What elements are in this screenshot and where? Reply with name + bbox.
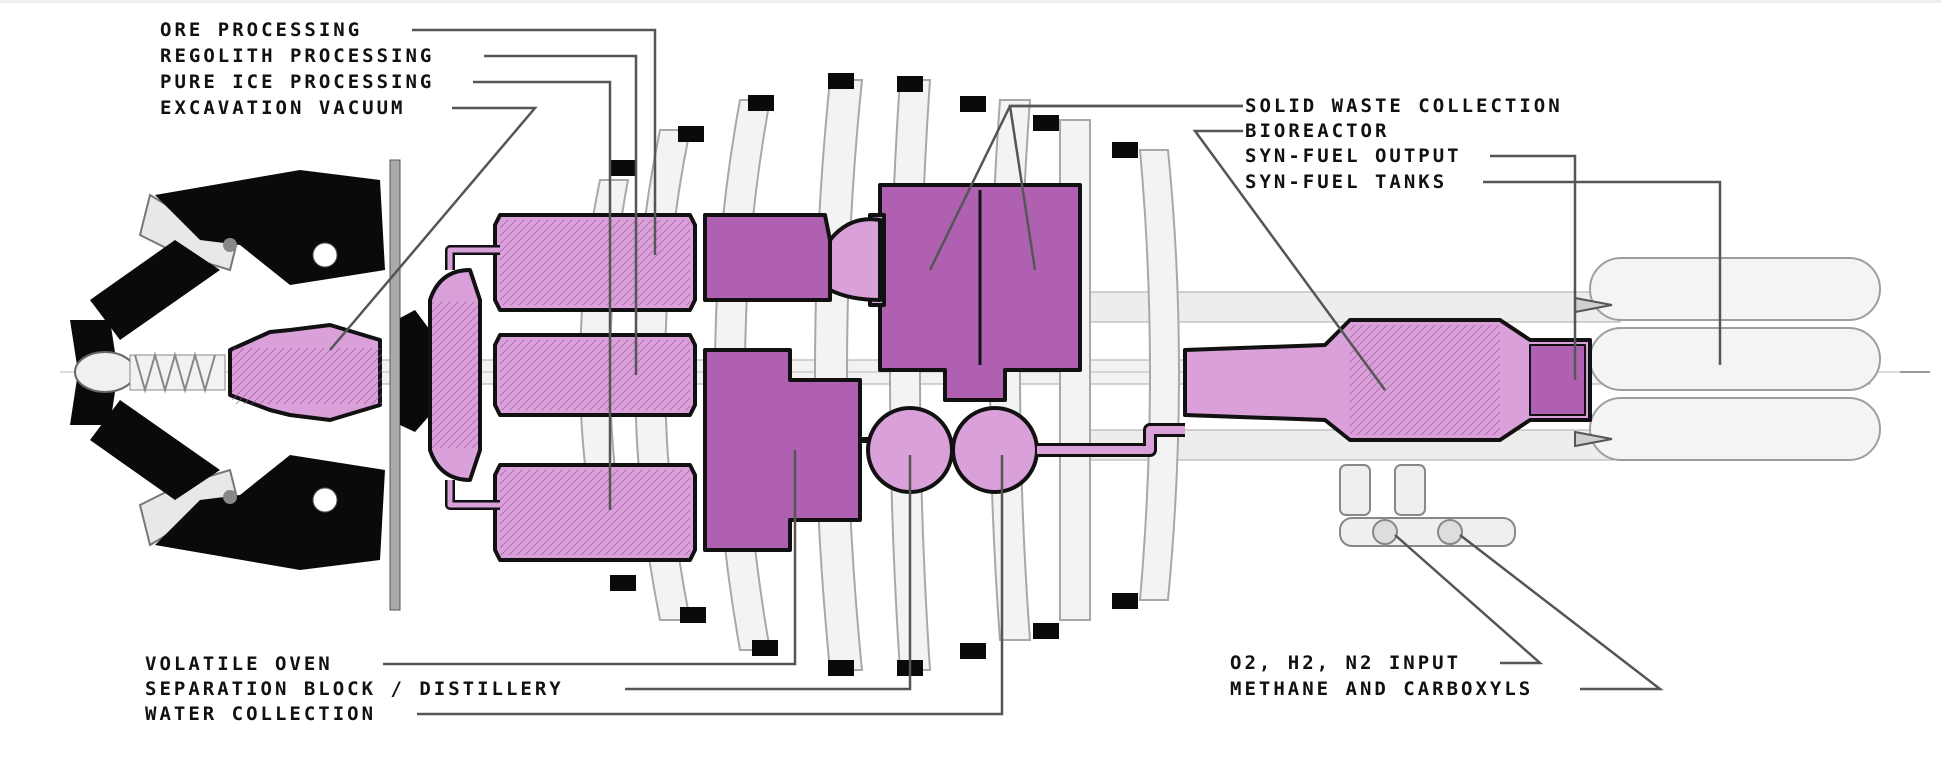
label-bioreactor: BIOREACTOR — [1245, 120, 1390, 142]
label-excavation-vacuum: EXCAVATION VACUUM — [160, 97, 406, 119]
callout-lines — [329, 28, 1722, 716]
label-syn-fuel-tanks: SYN-FUEL TANKS — [1245, 171, 1448, 193]
rear-fins — [1574, 296, 1613, 448]
label-methane-carboxyls: METHANE AND CARBOXYLS — [1230, 678, 1534, 700]
label-separation-block-distillery: SEPARATION BLOCK / DISTILLERY — [145, 678, 564, 700]
top-edge — [0, 0, 1941, 3]
label-water-collection: WATER COLLECTION — [145, 703, 377, 725]
processing-modules — [228, 183, 1592, 562]
label-regolith-processing: REGOLITH PROCESSING — [160, 45, 435, 67]
label-pure-ice-processing: PURE ICE PROCESSING — [160, 71, 435, 93]
label-ore-processing: ORE PROCESSING — [160, 19, 363, 41]
gas-input-pipes — [1339, 464, 1516, 547]
label-volatile-oven: VOLATILE OVEN — [145, 653, 333, 675]
ring-tags — [610, 73, 1138, 676]
syn-fuel-tanks — [1589, 257, 1930, 461]
label-gas-input: O2, H2, N2 INPUT — [1230, 652, 1462, 674]
label-solid-waste-collection: SOLID WASTE COLLECTION — [1245, 95, 1563, 117]
excavator-claws — [70, 159, 401, 611]
label-syn-fuel-output: SYN-FUEL OUTPUT — [1245, 145, 1462, 167]
